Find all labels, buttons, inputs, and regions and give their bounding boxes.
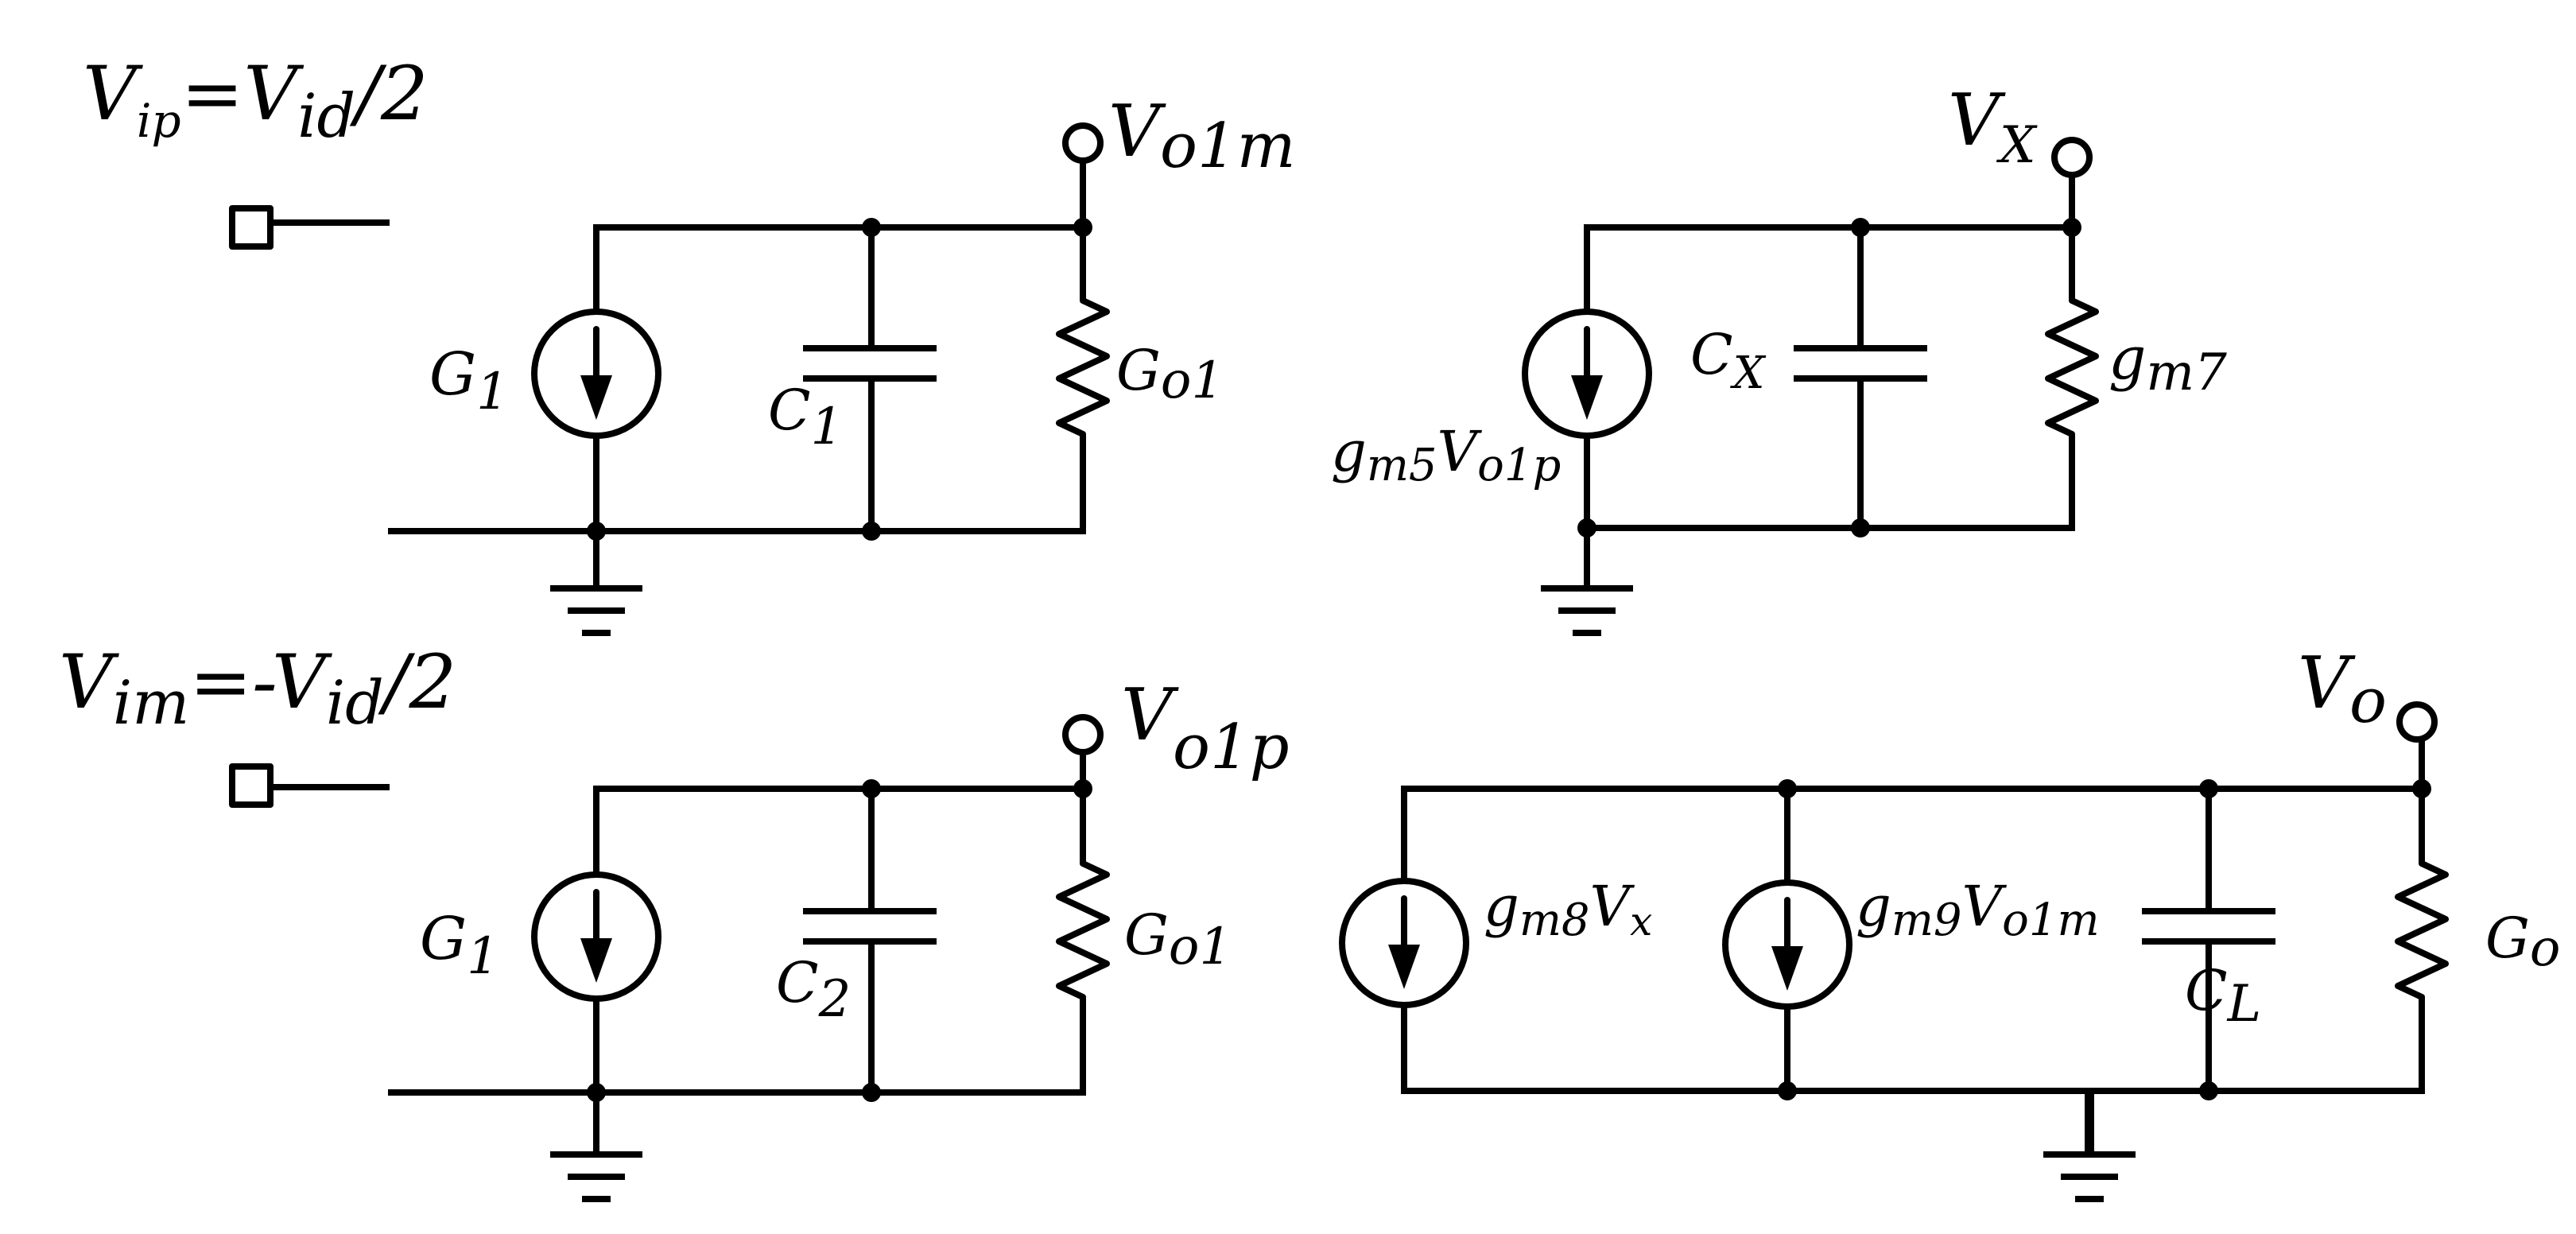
- label-c2: C2: [776, 950, 851, 1029]
- output-terminal-vo: [2396, 701, 2438, 743]
- label-cx: CX: [1690, 322, 1767, 399]
- gm5-arrow-head: [1571, 375, 1603, 420]
- junction-dot: [2199, 779, 2218, 798]
- gm9-arrow-head: [1771, 946, 1803, 991]
- junction-dot: [2062, 218, 2081, 237]
- label-vim: Vim=-Vid/2: [59, 639, 456, 738]
- gm8-arrow-head: [1388, 945, 1420, 989]
- label-vo1m: Vo1m: [1108, 90, 1296, 182]
- junction-dot: [1778, 1081, 1797, 1100]
- label-vo: Vo: [2298, 642, 2387, 737]
- label-cl: CL: [2185, 958, 2261, 1034]
- junction-dot: [862, 218, 881, 237]
- resistor-gm7: [2045, 224, 2099, 531]
- label-vo1p: Vo1p: [1121, 673, 1290, 783]
- label-go1-bottom: Go1: [1124, 902, 1232, 976]
- input-terminal-vip: [229, 205, 274, 250]
- circuit-output-stage: [1339, 701, 2449, 1202]
- label-g1-bottom: G1: [420, 905, 499, 986]
- label-gm7: gm7: [2109, 324, 2227, 402]
- resistor-go: [2395, 786, 2449, 1094]
- label-gm9-vo1m: gm9Vo1m: [1856, 874, 2100, 946]
- resistor-go1-top: [1056, 224, 1110, 534]
- junction-dot: [2199, 1081, 2218, 1100]
- input-terminal-vim: [229, 763, 274, 808]
- junction-dot: [862, 522, 881, 541]
- junction-dot: [1577, 518, 1596, 537]
- label-c1: C1: [768, 378, 843, 456]
- junction-dot: [862, 779, 881, 798]
- junction-dot: [1073, 779, 1092, 798]
- circuit-first-stage-positive: [229, 122, 1110, 636]
- output-terminal-vo1p: [1062, 714, 1104, 755]
- label-gm8-vx: gm8Vx: [1484, 874, 1652, 946]
- junction-dot: [1778, 779, 1797, 798]
- label-gm5-vo1p: gm5Vo1p: [1331, 419, 1561, 491]
- label-vx: VX: [1948, 79, 2038, 175]
- output-terminal-vx: [2051, 137, 2093, 178]
- junction-dot: [1851, 218, 1870, 237]
- junction-dot: [1851, 518, 1870, 537]
- output-terminal-vo1m: [1062, 122, 1104, 164]
- g1-bottom-arrow-head: [580, 938, 612, 983]
- label-go1-top: Go1: [1116, 338, 1224, 410]
- label-go: Go: [2485, 906, 2560, 978]
- junction-dot: [587, 1083, 606, 1102]
- label-g1-top: G1: [429, 340, 509, 421]
- junction-dot: [862, 1083, 881, 1102]
- junction-dot: [1073, 218, 1092, 237]
- junction-dot: [587, 522, 606, 541]
- resistor-go1-bottom: [1056, 786, 1110, 1096]
- g1-top-arrow-head: [580, 375, 612, 420]
- circuit-intermediate-node-x: [1522, 137, 2099, 636]
- label-vip: Vip=Vid/2: [83, 51, 429, 151]
- junction-dot: [2412, 779, 2431, 798]
- circuit-first-stage-negative: [229, 714, 1110, 1202]
